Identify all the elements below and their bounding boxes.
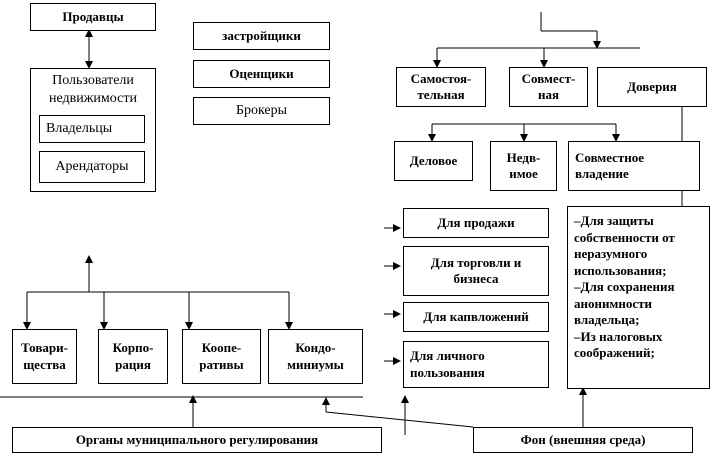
purpose-personal-label: Для личного пользования bbox=[410, 348, 485, 380]
joint-co-ownership-box: Совместное владение bbox=[568, 141, 700, 191]
joint-realty-label: Недв- имое bbox=[506, 149, 541, 181]
form-partnership-box: Товари- щества bbox=[12, 329, 77, 384]
owners-box: Владельцы bbox=[39, 115, 145, 143]
joint-business-box: Деловое bbox=[394, 141, 473, 181]
builders-label: застройщики bbox=[222, 27, 301, 43]
appraisers-label: Оценщики bbox=[229, 65, 294, 81]
purpose-trade-box: Для торговли и бизнеса bbox=[403, 246, 549, 296]
environment-label: Фон (внешняя среда) bbox=[520, 431, 646, 447]
trust-reasons-box bbox=[567, 206, 710, 389]
purpose-trade-label: Для торговли и бизнеса bbox=[430, 254, 522, 286]
municipal-label: Органы муниципального регулирования bbox=[75, 431, 319, 447]
appraisers-box: Оценщики bbox=[193, 60, 330, 88]
form-condo-label: Кондо- миниумы bbox=[287, 340, 344, 372]
brokers-label: Брокеры bbox=[235, 103, 288, 119]
trust-reasons-text: –Для защиты собственности от неразумного… bbox=[574, 213, 675, 360]
form-cooperative-label: Коопе- ративы bbox=[199, 340, 244, 372]
purpose-personal-box: Для личного пользования bbox=[403, 341, 549, 388]
ownership-joint-label: Совмест- ная bbox=[521, 70, 576, 102]
users-title: Пользователи недвижимости bbox=[49, 73, 137, 107]
purpose-invest-label: Для капвложений bbox=[423, 308, 529, 324]
joint-realty-box: Недв- имое bbox=[490, 141, 557, 191]
ownership-sole-box: Самостоя- тельная bbox=[396, 67, 486, 107]
environment-box: Фон (внешняя среда) bbox=[473, 427, 693, 453]
municipal-box: Органы муниципального регулирования bbox=[12, 427, 382, 453]
owners-label: Владельцы bbox=[46, 121, 113, 137]
builders-box: застройщики bbox=[193, 22, 330, 50]
joint-co-ownership-label: Совместное владение bbox=[575, 149, 645, 181]
form-condo-box: Кондо- миниумы bbox=[268, 329, 363, 384]
ownership-trust-label: Доверия bbox=[627, 78, 677, 94]
ownership-joint-box: Совмест- ная bbox=[509, 67, 588, 107]
purpose-sale-box: Для продажи bbox=[403, 208, 549, 238]
sellers-label: Продавцы bbox=[62, 8, 124, 24]
form-corporation-label: Корпо- рация bbox=[112, 340, 154, 372]
sellers-box: Продавцы bbox=[30, 3, 156, 31]
ownership-trust-box: Доверия bbox=[597, 67, 707, 107]
form-corporation-box: Корпо- рация bbox=[98, 329, 168, 384]
brokers-box: Брокеры bbox=[193, 97, 330, 125]
ownership-sole-label: Самостоя- тельная bbox=[410, 70, 472, 102]
form-partnership-label: Товари- щества bbox=[21, 340, 68, 372]
joint-business-label: Деловое bbox=[409, 152, 458, 168]
tenants-box: Арендаторы bbox=[39, 151, 145, 183]
purpose-invest-box: Для капвложений bbox=[403, 302, 549, 332]
purpose-sale-label: Для продажи bbox=[437, 214, 515, 230]
form-cooperative-box: Коопе- ративы bbox=[182, 329, 261, 384]
tenants-label: Арендаторы bbox=[55, 159, 129, 175]
